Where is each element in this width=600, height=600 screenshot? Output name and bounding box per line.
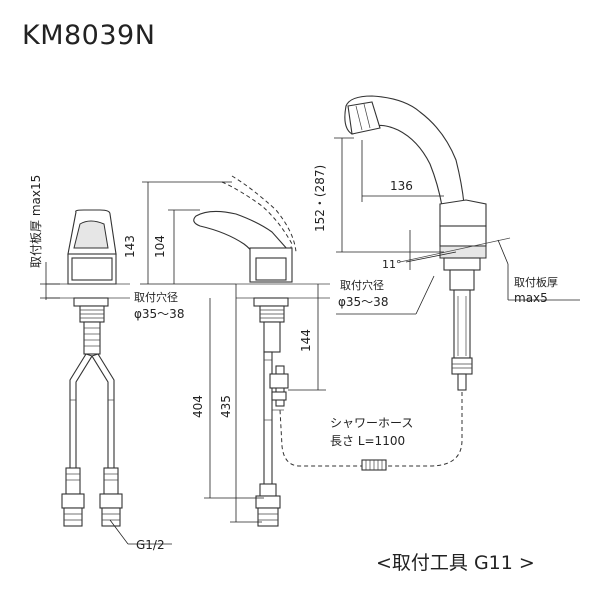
- dimension-angle: 11°: [382, 258, 402, 271]
- dimension-136: 136: [390, 179, 413, 193]
- tool-note: <取付工具 G11 >: [376, 552, 535, 574]
- plate-thickness-left-label: 取付板厚 max15: [29, 175, 43, 268]
- dimension-435: 435: [219, 395, 233, 418]
- hole-right-label-2: φ35～38: [338, 295, 388, 309]
- dimension-144: 144: [299, 329, 313, 352]
- hole-right-label-1: 取付穴径: [340, 278, 384, 292]
- dimension-104: 104: [153, 235, 167, 258]
- plate-thickness-right-label-1: 取付板厚: [514, 275, 558, 289]
- hole-left-label-1: 取付穴径: [134, 290, 178, 304]
- front-view: [40, 209, 172, 545]
- plate-thickness-right-label-2: max5: [514, 291, 548, 305]
- model-title: KM8039N: [22, 20, 156, 51]
- dimension-152: 152・(287): [313, 165, 327, 232]
- hose-label-1: シャワーホース: [330, 416, 413, 430]
- dimension-143: 143: [123, 235, 137, 258]
- side-view: [140, 175, 330, 527]
- hole-left-label-2: φ35～38: [134, 307, 184, 321]
- thread-label: G1/2: [136, 538, 165, 552]
- dimension-404: 404: [191, 395, 205, 418]
- spout-view: [279, 95, 580, 471]
- hose-label-2: 長さ L=1100: [330, 434, 405, 448]
